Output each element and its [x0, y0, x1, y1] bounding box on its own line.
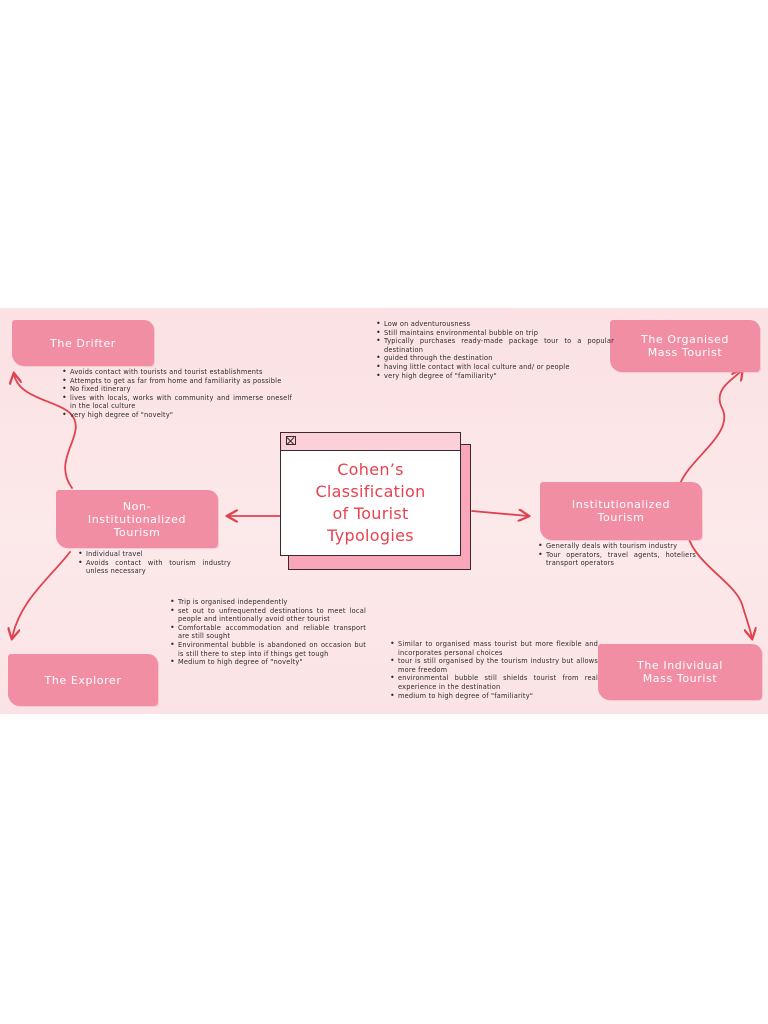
note-item: Comfortable accommodation and reliable t… [170, 624, 366, 641]
drifter-notes: Avoids contact with tourists and tourist… [60, 368, 292, 420]
title-line: Typologies [327, 526, 414, 545]
diagram-title: Cohen’s Classification of Tourist Typolo… [287, 459, 454, 547]
note-item: Medium to high degree of "novelty" [170, 658, 366, 667]
note-item: tour is still organised by the tourism i… [390, 657, 598, 674]
note-item: medium to high degree of "familiarity" [390, 692, 598, 701]
note-item: Trip is organised independently [170, 598, 366, 607]
note-item: guided through the destination [376, 354, 614, 363]
note-item: Individual travel [78, 550, 231, 559]
window-title-bar [281, 433, 460, 451]
title-window: Cohen’s Classification of Tourist Typolo… [280, 432, 461, 556]
note-item: No fixed itinerary [62, 385, 292, 394]
mind-map: Cohen’s Classification of Tourist Typolo… [0, 308, 768, 714]
arrow-to-individual-mass [687, 535, 752, 638]
title-line: Classification [315, 482, 426, 501]
note-item: Typically purchases ready-made package t… [376, 337, 614, 354]
note-item: very high degree of "familiarity" [376, 372, 614, 381]
arrow-to-explorer [12, 551, 71, 638]
institutionalized-notes: Generally deals with tourism industry To… [536, 542, 696, 568]
note-item: lives with locals, works with community … [62, 394, 292, 411]
node-drifter-label: The Drifter [50, 336, 116, 350]
node-institutionalized: Institutionalized Tourism [540, 482, 702, 540]
node-individual-mass-tourist: The Individual Mass Tourist [598, 644, 762, 700]
arrow-to-institutionalized [471, 511, 528, 516]
note-item: Environmental bubble is abandoned on occ… [170, 641, 366, 658]
note-item: Generally deals with tourism industry [538, 542, 696, 551]
note-item: having little contact with local culture… [376, 363, 614, 372]
node-drifter: The Drifter [12, 320, 154, 366]
node-non-institutionalized: Non-Institutionalized Tourism [56, 490, 218, 548]
note-item: Avoids contact with tourists and tourist… [62, 368, 292, 377]
node-institutionalized-label: Institutionalized Tourism [571, 498, 671, 524]
note-item: set out to unfrequented destinations to … [170, 607, 366, 624]
non-institutionalized-notes: Individual travel Avoids contact with to… [76, 550, 231, 576]
explorer-notes: Trip is organised independently set out … [168, 598, 366, 667]
node-organised-mass-tourist: The Organised Mass Tourist [610, 320, 760, 372]
node-explorer: The Explorer [8, 654, 158, 706]
note-item: Attempts to get as far from home and fam… [62, 377, 292, 386]
note-item: very high degree of "novelty" [62, 411, 292, 420]
organised-mass-notes: Low on adventurousness Still maintains e… [374, 320, 614, 380]
note-item: Still maintains environmental bubble on … [376, 329, 614, 338]
title-line: of Tourist [332, 504, 409, 523]
note-item: Tour operators, travel agents, hoteliers… [538, 551, 696, 568]
node-organised-mass-tourist-label: The Organised Mass Tourist [641, 333, 729, 359]
title-line: Cohen’s [337, 460, 404, 479]
node-individual-mass-tourist-label: The Individual Mass Tourist [637, 659, 723, 685]
individual-mass-notes: Similar to organised mass tourist but mo… [388, 640, 598, 700]
close-icon [286, 436, 296, 445]
node-non-institutionalized-label: Non-Institutionalized Tourism [87, 499, 187, 539]
note-item: Avoids contact with tourism industry unl… [78, 559, 231, 576]
note-item: Low on adventurousness [376, 320, 614, 329]
note-item: Similar to organised mass tourist but mo… [390, 640, 598, 657]
node-explorer-label: The Explorer [44, 673, 122, 687]
arrow-to-organised-mass [679, 370, 742, 485]
note-item: environmental bubble still shields touri… [390, 674, 598, 691]
